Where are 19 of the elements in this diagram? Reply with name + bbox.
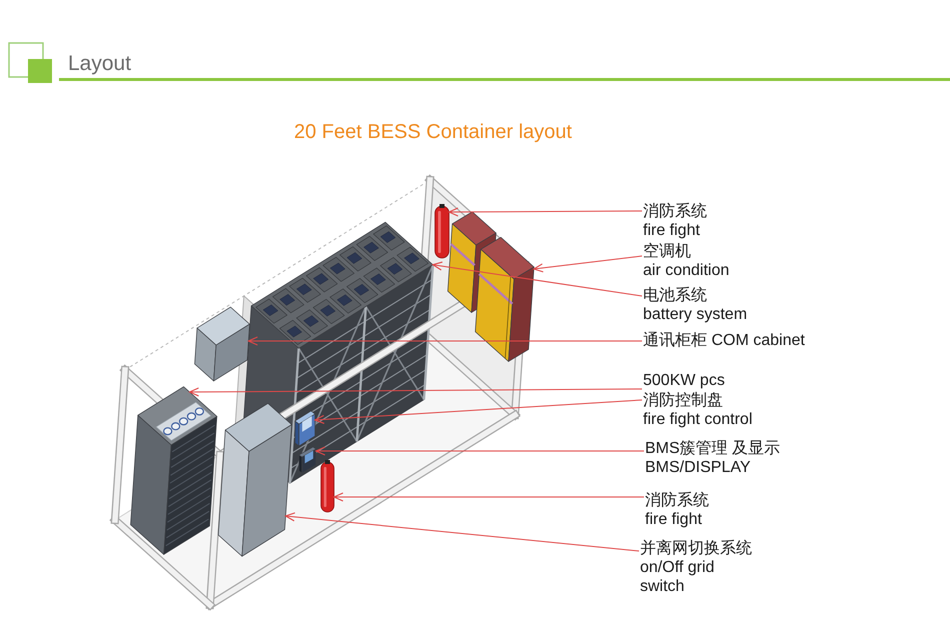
leader-line	[533, 256, 642, 272]
part-label: fire fight	[645, 510, 703, 529]
part-label: 500KW pcs	[643, 371, 725, 390]
part-label: 消防系统	[643, 202, 707, 221]
diagram-title: 20 Feet BESS Container layout	[294, 120, 572, 144]
part-label: 消防控制盘	[643, 391, 724, 410]
part-label: 电池系统	[643, 286, 708, 305]
part-label: 空调机	[643, 242, 692, 261]
part-label: fire fight	[643, 221, 701, 240]
part-label: 并离网切换系统	[640, 539, 752, 558]
section-heading: Layout	[68, 51, 132, 76]
part-label: BMS簇管理 及显示	[645, 439, 780, 458]
part-label: 通讯柜柜 COM cabinet	[643, 331, 805, 350]
part-label: on/Off grid switch	[640, 558, 716, 596]
part-label: battery system	[643, 305, 748, 324]
part-label: 消防系统	[645, 491, 709, 510]
part-label: air condition	[643, 261, 730, 280]
part-label: BMS/DISPLAY	[645, 458, 752, 477]
part-label: fire fight control	[643, 410, 752, 429]
